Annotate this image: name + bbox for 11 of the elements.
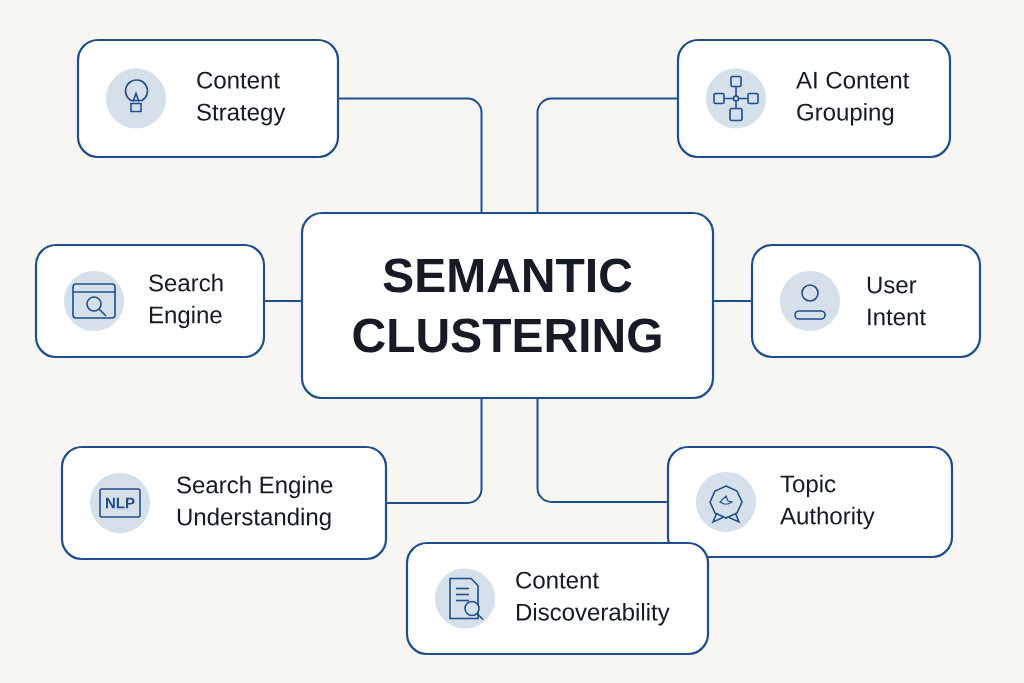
connector-line [338,97,483,213]
connector-line [264,300,302,302]
connector-line [536,398,668,503]
connector-line [536,97,678,213]
connector-line [713,300,752,302]
icon-label: NLP [106,497,135,509]
topic-box: Content Strategy [76,38,340,159]
topic-box: AI Content Grouping [676,38,952,159]
topic-box: Content Discoverability [405,541,710,656]
connector-line [386,398,483,504]
central-box: SEMANTIC CLUSTERING [300,211,715,400]
